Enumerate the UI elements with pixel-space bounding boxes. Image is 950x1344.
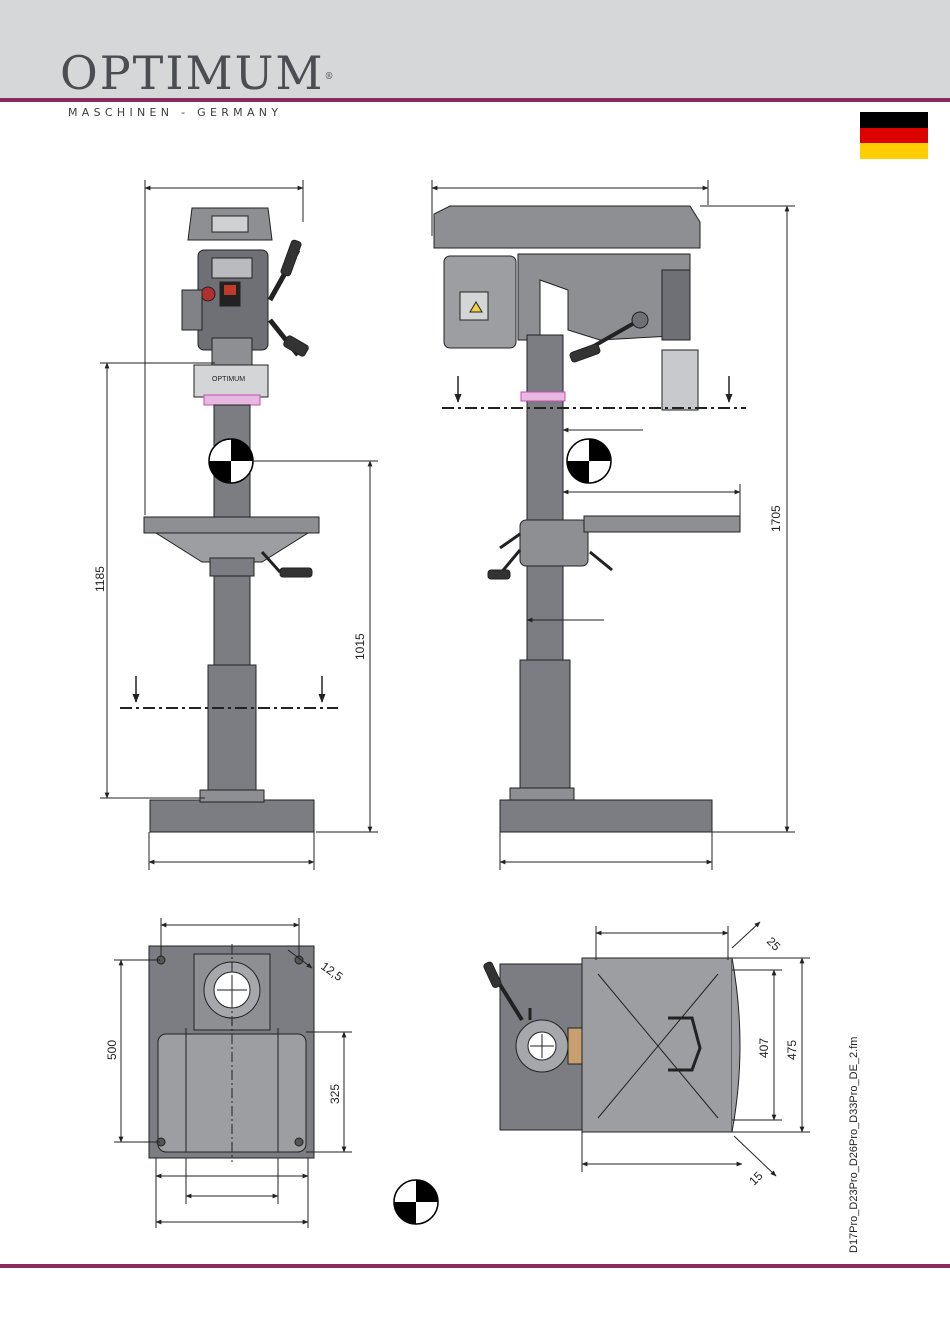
dim-base-corner: 12,5 [318, 959, 345, 984]
footer-divider [0, 1264, 950, 1268]
dim-front-height-left: 1185 [93, 566, 107, 592]
front-view: OPTIMUM [100, 180, 378, 870]
center-of-gravity-icon [567, 439, 611, 483]
dim-side-total-height: 1705 [769, 505, 783, 532]
machine-label: OPTIMUM [212, 376, 245, 383]
center-of-gravity-icon [209, 439, 253, 483]
side-view [432, 180, 795, 870]
base-plan-view [114, 918, 352, 1228]
dim-base-slot-length: 325 [328, 1084, 342, 1104]
file-reference: D17Pro_D23Pro_D26Pro_D33Pro_DE_2.fm [848, 1037, 860, 1253]
dim-table-offset-top: 25 [764, 934, 784, 954]
dim-front-height-right: 1015 [353, 633, 367, 660]
center-of-gravity-icon [394, 1180, 438, 1224]
dim-base-depth: 500 [105, 1040, 119, 1060]
dim-table-depth: 407 [757, 1038, 771, 1058]
dim-table-width: 475 [785, 1040, 799, 1060]
dim-table-offset-bottom: 15 [746, 1169, 766, 1189]
